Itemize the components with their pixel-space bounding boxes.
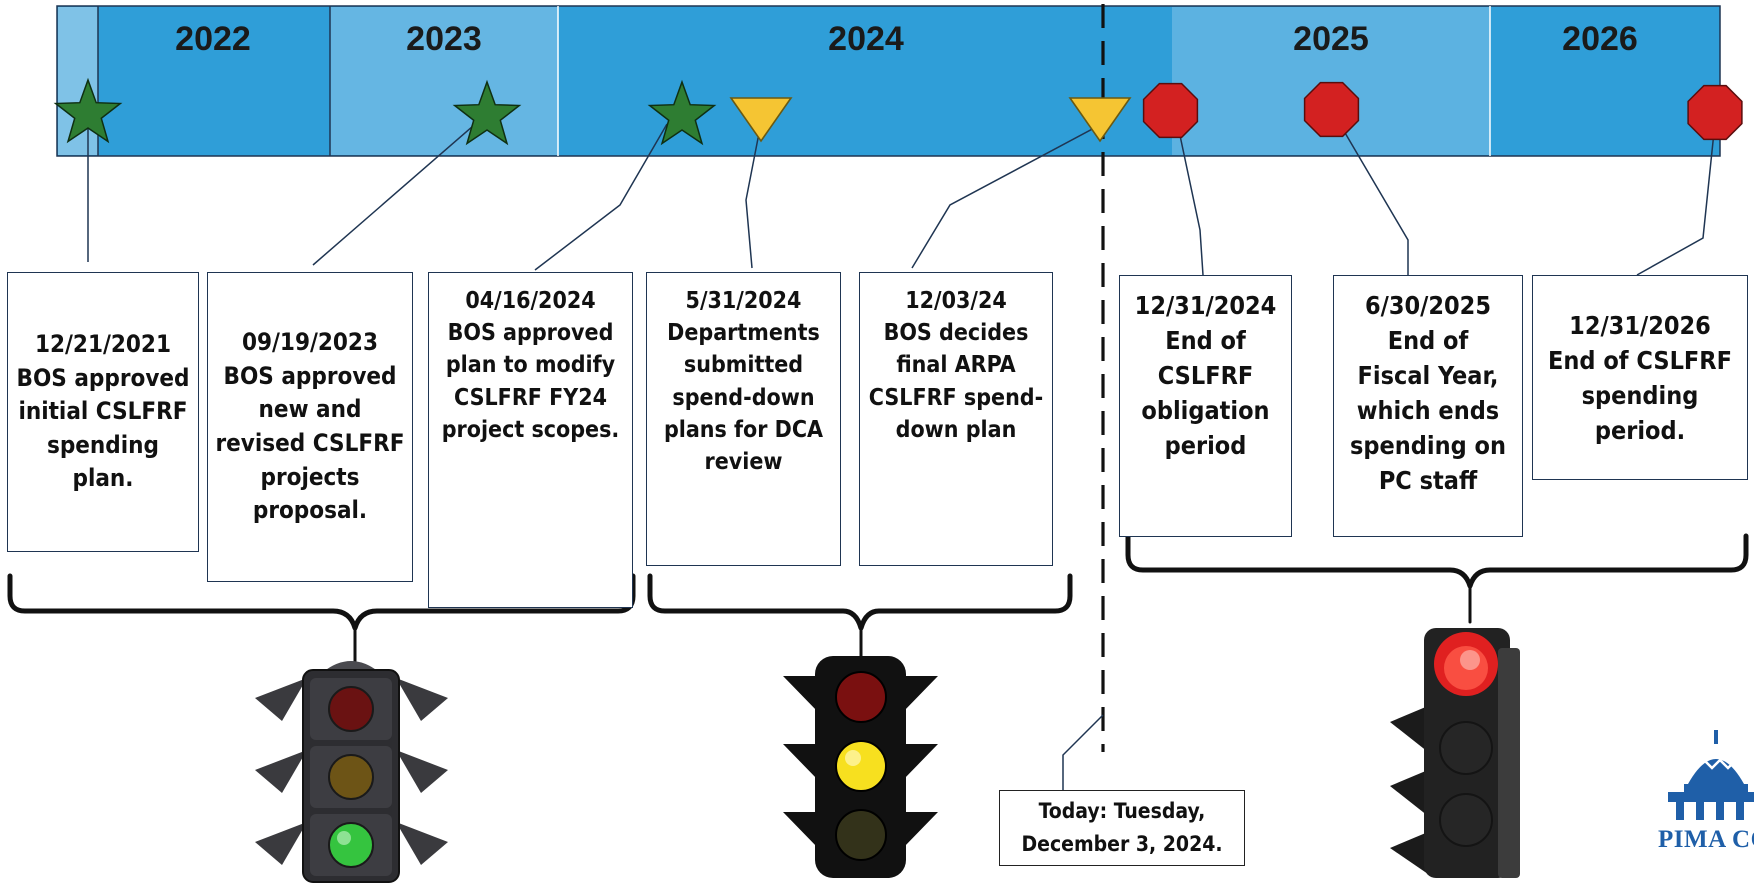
traffic-light-visor (396, 678, 448, 721)
year-bar-shade-2023 (330, 7, 558, 155)
logo-text: PIMA CO (1658, 826, 1754, 853)
event-description: End of Fiscal Year, which ends spending … (1350, 326, 1506, 495)
red-octagon-icon (1687, 84, 1743, 141)
event-date: 04/16/2024 (465, 288, 596, 314)
traffic-light-visor (783, 676, 818, 712)
traffic-light-visor (783, 812, 818, 848)
traffic-lamp-highlight (337, 831, 351, 845)
traffic-lamp-green-off (1439, 793, 1493, 847)
traffic-lamp-highlight (1460, 650, 1480, 670)
yellow-triangle-icon (729, 97, 793, 143)
traffic-light-visor (903, 676, 938, 712)
traffic-light-yellow (783, 656, 938, 878)
year-label-2023: 2023 (406, 20, 482, 58)
traffic-light-visor (255, 750, 307, 793)
event-date: 09/19/2023 (242, 328, 378, 357)
traffic-light-green (255, 661, 448, 883)
traffic-lamp-yellow-off (1439, 721, 1493, 775)
year-label-2022: 2022 (175, 20, 251, 58)
traffic-light-visor (903, 812, 938, 848)
event-description: Departments submitted spend-down plans f… (663, 320, 824, 475)
connector-line (534, 123, 668, 271)
traffic-light-red (1390, 628, 1520, 878)
logo-column (1696, 802, 1704, 820)
event-description: BOS approved plan to modify CSLFRF FY24 … (441, 320, 620, 443)
logo-spire (1714, 730, 1718, 744)
traffic-light-visor (255, 678, 307, 721)
traffic-lamp-green-on (328, 822, 374, 868)
red-octagon-icon (1142, 82, 1199, 139)
event-description: End of CSLFRF spending period. (1548, 345, 1732, 445)
connector-line (1177, 125, 1204, 276)
event-date: 12/31/2026 (1569, 310, 1711, 340)
traffic-lamp-yellow-on (835, 740, 887, 792)
traffic-light-visor (1390, 770, 1428, 816)
traffic-light-visor (1390, 832, 1428, 874)
red-octagon-icon (1303, 81, 1360, 138)
timeline-markers (53, 77, 1743, 146)
today-label-line1: Today: Tuesday, (1038, 799, 1206, 824)
courthouse-dome-icon (1668, 730, 1754, 820)
year-label-2025: 2025 (1293, 20, 1369, 58)
event-date: 12/03/24 (905, 288, 1007, 314)
traffic-lamp-red-off (835, 671, 887, 723)
connector-line (1636, 131, 1715, 276)
traffic-lamp-green-off (835, 809, 887, 861)
traffic-light-visor (396, 822, 448, 865)
year-label-2024: 2024 (828, 20, 904, 58)
logo-band (1684, 784, 1748, 792)
connector-line (312, 125, 474, 266)
connector-lines (87, 118, 1715, 790)
connector-line (911, 125, 1099, 269)
traffic-lamp-highlight (845, 750, 861, 766)
logo-zigzag (1695, 758, 1737, 770)
year-label-2026: 2026 (1562, 20, 1638, 58)
traffic-light-visor (903, 744, 938, 780)
event-description: BOS approved new and revised CSLFRF proj… (215, 361, 405, 525)
traffic-light-visor (255, 822, 307, 865)
connector-line (745, 127, 761, 269)
traffic-lamp-amber-off (328, 754, 374, 800)
event-date: 12/31/2024 (1134, 291, 1277, 320)
connector-line (1340, 125, 1409, 275)
group-braces (7, 533, 1749, 666)
event-description: End of CSLFRF obligation period (1141, 326, 1270, 460)
pima-county-logo: PIMA CO (1654, 722, 1754, 872)
logo-column (1736, 802, 1744, 820)
traffic-light-visor (1390, 706, 1428, 752)
green-star-icon (53, 77, 123, 144)
yellow-triangle-icon (1068, 97, 1132, 143)
event-date: 12/21/2021 (35, 330, 171, 359)
year-bar: 2022 2023 2024 2025 2026 (56, 5, 1721, 157)
traffic-light-visor (783, 744, 818, 780)
green-star-icon (647, 79, 717, 146)
today-label-line2: December 3, 2024. (1021, 832, 1223, 856)
logo-column (1676, 802, 1684, 820)
logo-column (1716, 802, 1724, 820)
event-description: BOS decides final ARPA CSLFRF spend- dow… (868, 320, 1044, 443)
today-label-box: Today: Tuesday, December 3, 2024. (999, 790, 1245, 866)
event-date: 5/31/2024 (685, 288, 802, 314)
traffic-light-side-panel (1498, 648, 1520, 878)
logo-band (1668, 792, 1754, 802)
event-description: BOS approved initial CSLFRF spending pla… (16, 363, 190, 493)
traffic-light-visor (396, 750, 448, 793)
red-group-brace (1125, 533, 1749, 589)
connector-line (1062, 714, 1104, 790)
traffic-lamp-red-off (328, 686, 374, 732)
event-date: 6/30/2025 (1365, 291, 1491, 320)
green-star-icon (452, 79, 522, 146)
yellow-group-brace (647, 573, 1073, 631)
